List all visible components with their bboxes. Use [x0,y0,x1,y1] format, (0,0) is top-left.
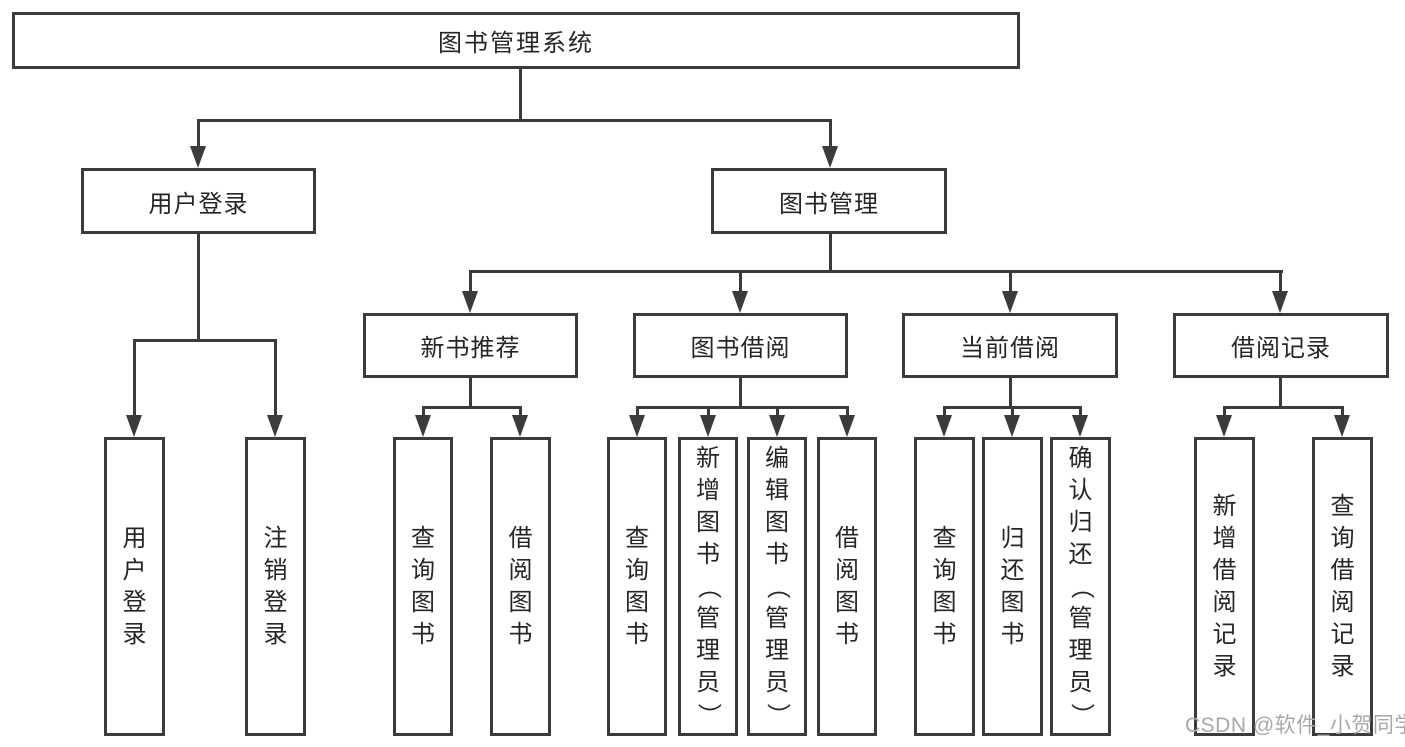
arrow-to-leaf-edit-books-admin [769,415,785,437]
leaf-logout: 注销登录 [245,437,306,736]
leaf-label: 新增图书（管理员） [695,444,722,727]
connector-current-stem [1009,378,1012,408]
node-label: 借阅记录 [1231,335,1331,362]
connector-user-login-stem [197,234,200,342]
connector-borrowing-bar [636,406,849,409]
arrow-to-leaf-confirm-return-admin [1072,415,1088,437]
arrow-to-leaf-query-books-borrow [629,415,645,437]
arrow-to-current-borrowing [1002,291,1018,313]
connector-user-login-bar [133,339,277,342]
leaf-label: 借阅图书 [508,524,533,648]
node-current-borrowing: 当前借阅 [902,313,1118,378]
connector-leaf-drop [422,406,425,418]
arrow-to-leaf-borrow-books [839,415,855,437]
arrow-to-book-borrowing [732,291,748,313]
connector-recommend-stem [469,378,472,408]
connector-leaf-drop [1223,406,1226,418]
connector-leaf-drop [776,406,779,418]
leaf-label: 查询图书 [932,524,957,648]
leaf-label: 注销登录 [263,524,288,648]
connector-leaf-drop [846,406,849,418]
connector-leaf-drop [1079,406,1082,418]
leaf-label: 查询借阅记录 [1330,492,1355,680]
arrow-to-leaf-return-books [1004,415,1020,437]
leaf-borrow-books-recommend: 借阅图书 [490,437,551,736]
csdn-watermark: CSDN @软件_小贺同学 [1185,714,1405,737]
leaf-add-borrow-record: 新增借阅记录 [1194,437,1255,736]
leaf-query-borrow-record: 查询借阅记录 [1312,437,1373,736]
connector-leaf-drop [1341,406,1344,418]
leaf-label: 查询图书 [411,524,435,648]
leaf-query-books-borrow: 查询图书 [607,437,667,736]
arrow-to-new-book-recommendation [462,291,478,313]
arrow-to-leaf-add-books-admin [700,415,716,437]
arrow-to-leaf-add-borrow-record [1216,415,1232,437]
connector-book-management-stem [829,234,832,273]
leaf-label: 确认归还（管理员） [1067,444,1095,727]
leaf-label: 归还图书 [1000,524,1025,648]
node-borrowing-records: 借阅记录 [1173,313,1389,378]
connector-borrowing-stem [739,378,742,408]
leaf-borrow-books: 借阅图书 [817,437,877,736]
connector-leaf-drop [274,339,277,417]
leaf-label: 查询图书 [625,524,649,648]
connector-user-login-drop [197,119,200,149]
leaf-query-books-recommend: 查询图书 [393,437,453,736]
node-label: 用户登录 [148,190,249,218]
connector-book-management-drop [829,119,832,149]
connector-leaf-drop [636,406,639,418]
node-new-book-recommendation: 新书推荐 [363,313,578,378]
node-user-login: 用户登录 [81,168,316,234]
connector-recommend-bar [422,406,522,409]
arrow-to-leaf-query-borrow-record [1334,415,1350,437]
connector-level2-bar [469,270,1283,273]
connector-level2-drop [1279,270,1282,293]
connector-records-stem [1279,378,1282,408]
node-book-management: 图书管理 [711,168,947,234]
connector-records-bar [1223,406,1344,409]
node-label: 图书管理系统 [438,30,594,57]
node-label: 图书借阅 [690,335,791,362]
connector-leaf-drop [1011,406,1014,418]
connector-root-stem [519,69,522,121]
leaf-label: 新增借阅记录 [1212,492,1237,680]
leaf-query-books-current: 查询图书 [914,437,975,736]
arrow-to-book-management [822,146,838,168]
arrow-to-leaf-query-books-recommend [415,415,431,437]
leaf-confirm-return-admin: 确认归还（管理员） [1050,437,1111,736]
connector-leaf-drop [133,339,136,417]
leaf-label: 借阅图书 [835,524,859,648]
leaf-label: 用户登录 [122,524,147,648]
leaf-user-login: 用户登录 [104,437,165,736]
connector-leaf-drop [707,406,710,418]
arrow-to-leaf-logout [267,415,283,437]
node-label: 新书推荐 [420,335,521,362]
arrow-to-leaf-query-books-current [936,415,952,437]
arrow-to-user-login [190,146,206,168]
leaf-edit-books-admin: 编辑图书（管理员） [747,437,807,736]
connector-leaf-drop [519,406,522,418]
node-book-borrowing: 图书借阅 [633,313,848,378]
node-label: 当前借阅 [960,335,1060,362]
arrow-to-borrowing-records [1272,291,1288,313]
node-label: 图书管理 [779,190,879,218]
connector-leaf-drop [943,406,946,418]
leaf-label: 编辑图书（管理员） [764,444,791,727]
connector-level2-drop [1009,270,1012,293]
arrow-to-leaf-borrow-books-recommend [512,415,528,437]
node-library-management-system: 图书管理系统 [12,12,1020,69]
leaf-add-books-admin: 新增图书（管理员） [678,437,738,736]
connector-level2-drop [469,270,472,293]
arrow-to-leaf-user-login [126,415,142,437]
connector-level2-drop [739,270,742,293]
connector-level1-bar [197,119,831,122]
leaf-return-books: 归还图书 [982,437,1043,736]
